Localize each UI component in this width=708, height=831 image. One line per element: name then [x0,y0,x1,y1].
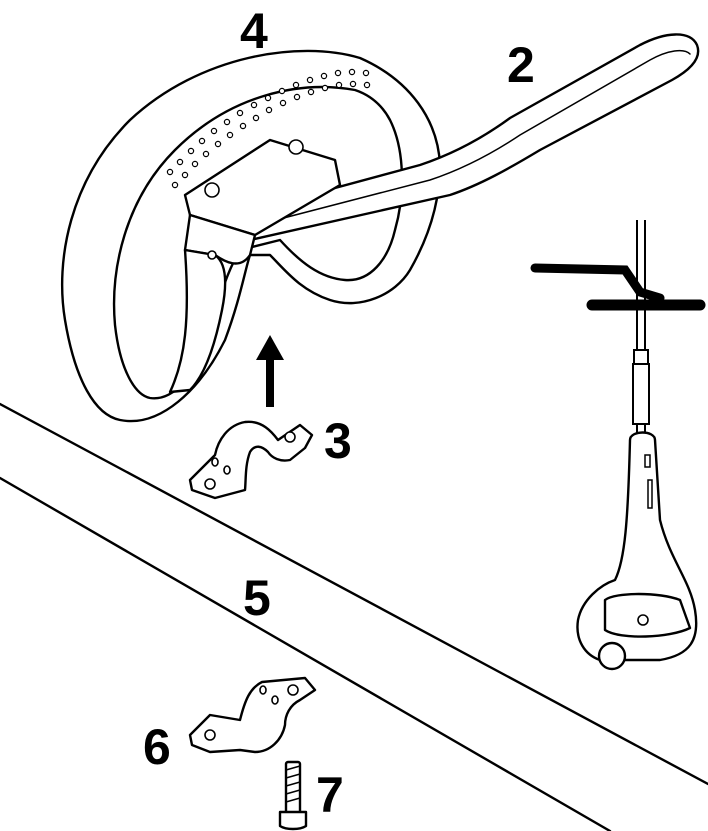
screw-head [278,810,308,831]
callout-6: 6 [143,719,171,775]
overview-slot-b [647,479,653,509]
clamp-lower-slot-a [259,685,267,695]
handle-bar-outline [233,33,700,242]
up-arrow-head [256,335,284,360]
shaft-upper-edge [0,402,708,786]
overview-cover-knob [637,614,649,626]
screw [278,760,308,831]
screw-thread-lines [285,765,301,803]
mount-block [168,138,342,394]
clamp-lower-hole-left [204,729,216,741]
handle-bar [233,33,700,242]
mount-screw-upper [288,139,304,155]
clamp-lower-slot-b [271,695,279,705]
handle-bar-ridge [244,49,691,229]
overview-engine-cover [603,592,692,638]
mount-block-left-leg [168,248,227,394]
mount-hole [207,250,217,260]
callout-3: 3 [324,413,352,469]
callout-2: 2 [507,37,535,93]
overview-tube [632,363,650,425]
callout-5: 5 [243,570,271,626]
clamp-upper-slot-b [223,465,231,475]
clamp-upper-hole-right [284,431,296,443]
clamp-upper-hole-left [204,478,216,490]
overview-coupling [633,349,649,365]
clamp-upper-body [188,420,314,500]
clamp-upper-slot-a [211,457,219,467]
clamp-lower-hole-right [287,684,299,696]
trimmer-overview [530,220,706,671]
clamp-lower-body [188,676,317,754]
shaft [0,402,708,831]
grip-dots [166,68,371,189]
clamp-lower [188,676,317,754]
overview-slot-a [644,454,651,468]
clamp-upper [188,420,314,500]
up-arrow [256,335,284,407]
mount-screw-lower [204,182,220,198]
callout-7: 7 [316,767,344,823]
overview-recoil-starter [597,641,627,671]
callout-4: 4 [240,3,268,59]
up-arrow-shaft [266,355,274,407]
overview-handle-bar [530,263,665,303]
shaft-lower-edge [0,476,612,831]
